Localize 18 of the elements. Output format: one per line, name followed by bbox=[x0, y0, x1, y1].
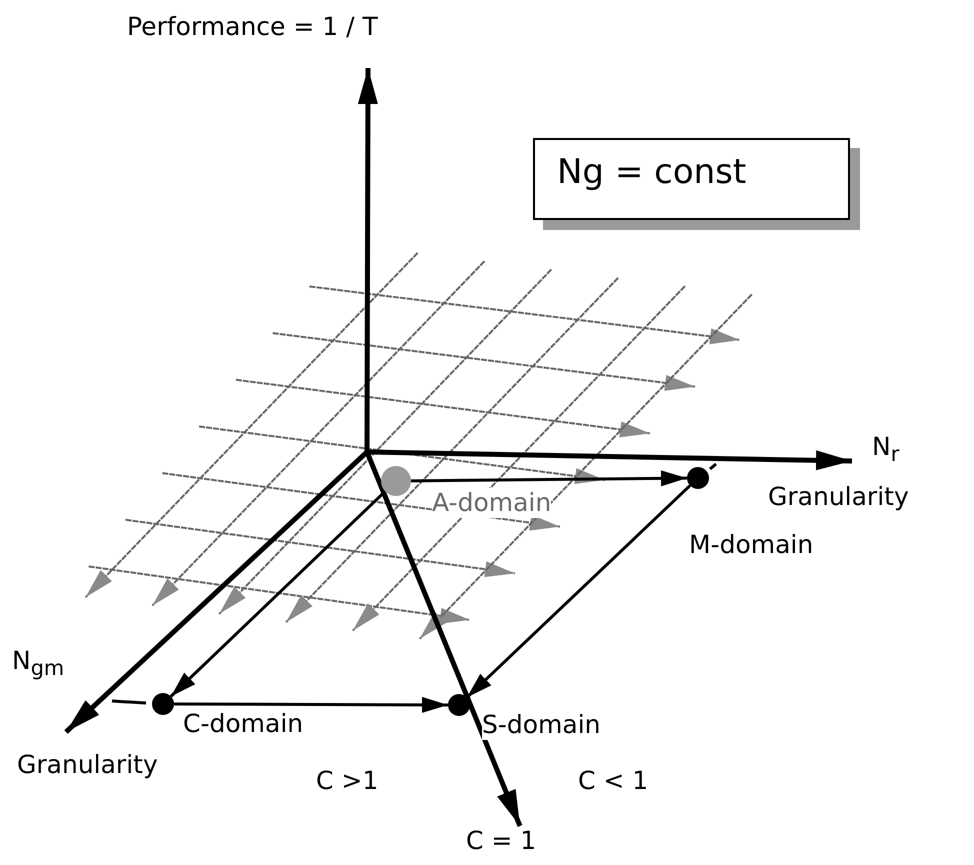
arrow bbox=[174, 696, 448, 713]
domain-dot bbox=[448, 694, 470, 716]
region-label: C >1 bbox=[316, 766, 378, 796]
domain-label: A-domain bbox=[432, 488, 552, 518]
axis-label: Performance = 1 / T bbox=[127, 12, 378, 42]
axis-label: Granularity bbox=[17, 750, 158, 780]
domain-dot bbox=[152, 693, 174, 715]
domain-dot bbox=[381, 466, 411, 496]
axis-label: N$_{r}$ bbox=[872, 432, 900, 467]
note-box bbox=[533, 138, 860, 230]
note-text: Ng = const bbox=[557, 152, 746, 192]
axis-label: C = 1 bbox=[466, 826, 536, 856]
region-label: C < 1 bbox=[578, 766, 648, 796]
domain-dot bbox=[687, 467, 709, 489]
arrow bbox=[466, 484, 692, 699]
axis-label: Granularity bbox=[768, 482, 909, 512]
arrow bbox=[410, 470, 688, 486]
axis-label: N$_{gm}$ bbox=[12, 646, 64, 681]
